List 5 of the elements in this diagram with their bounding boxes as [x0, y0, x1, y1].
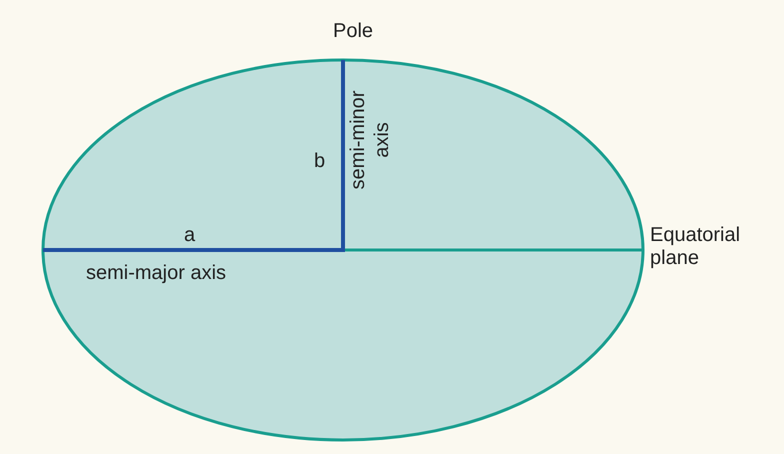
- pole-label: Pole: [333, 20, 374, 43]
- axis-letter-label: b: [314, 150, 326, 173]
- axis-letter-label: a: [184, 224, 196, 247]
- axis-label: semi-major axis: [86, 262, 226, 285]
- plane-label: Equatorial plane: [650, 224, 742, 270]
